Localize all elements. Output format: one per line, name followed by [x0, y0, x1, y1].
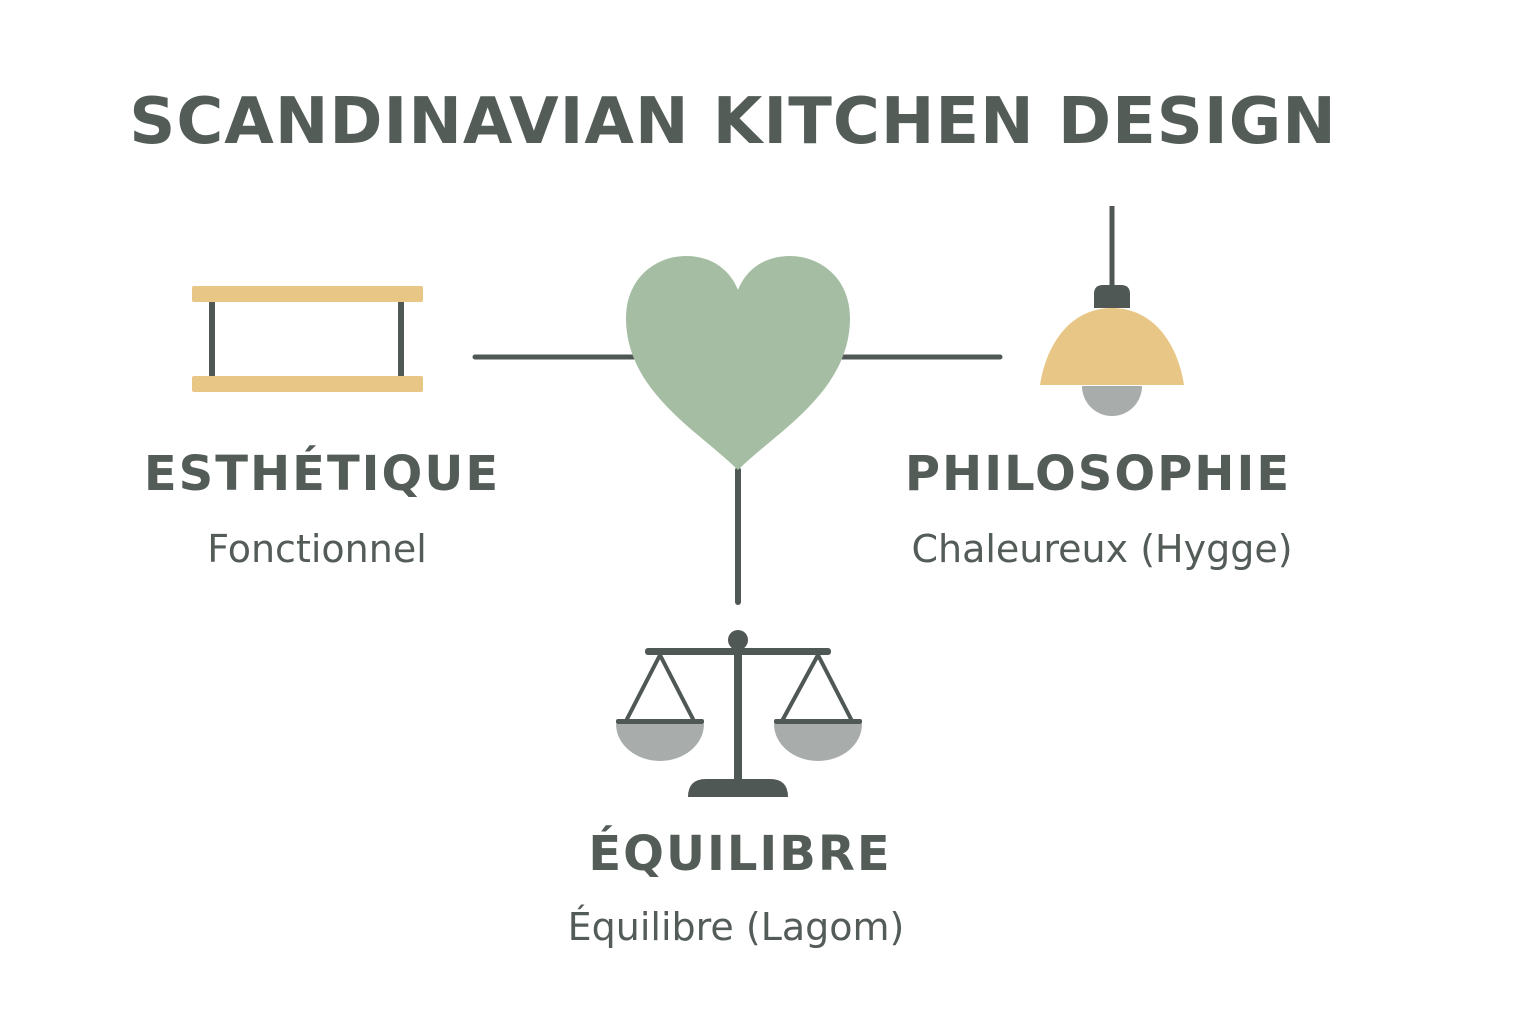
pendant-lamp-icon: [1040, 206, 1184, 416]
page-title: SCANDINAVIAN KITCHEN DESIGN: [129, 85, 1337, 159]
balance-scale-icon: [616, 630, 862, 797]
shelf-icon: [192, 286, 423, 392]
aesthetic-heading: ESTHÉTIQUE: [143, 446, 501, 502]
philosophy-heading: PHILOSOPHIE: [904, 446, 1292, 502]
heart-icon: [626, 256, 850, 470]
aesthetic-subtitle: Fonctionnel: [207, 527, 427, 571]
philosophy-subtitle: Chaleureux (Hygge): [911, 527, 1293, 571]
balance-heading: ÉQUILIBRE: [588, 826, 892, 882]
balance-subtitle: Équilibre (Lagom): [567, 905, 905, 949]
